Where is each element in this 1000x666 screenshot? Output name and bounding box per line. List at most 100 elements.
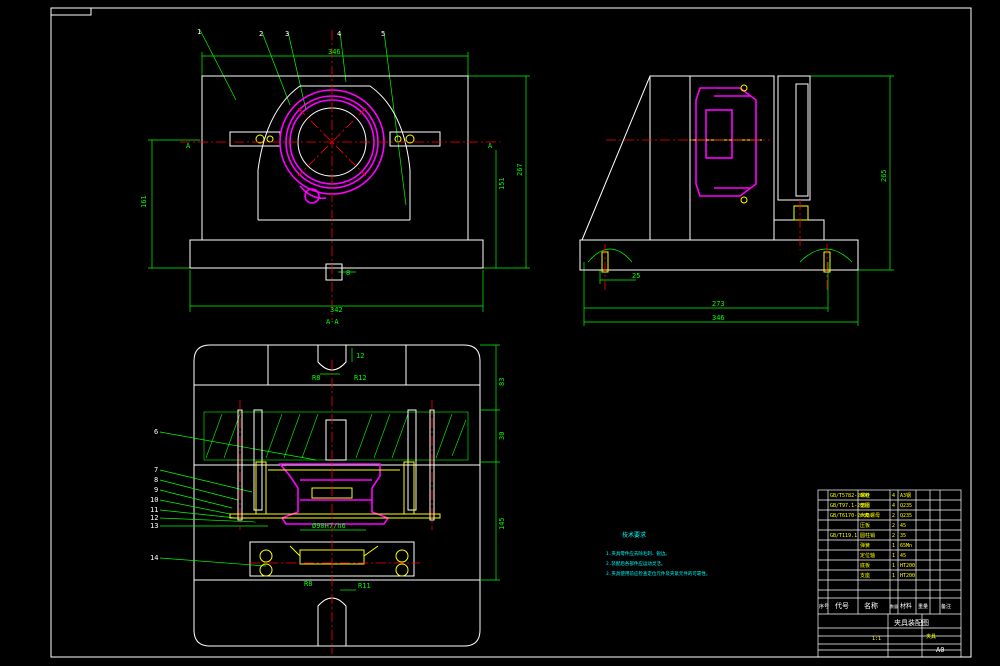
header-weight: 重量 xyxy=(918,603,928,610)
bom-qty: 1 xyxy=(892,573,895,579)
front-view-centerlines xyxy=(180,30,500,320)
dim-side-width-outer: 346 xyxy=(712,314,725,322)
dim-plan-h1: 83 xyxy=(498,378,506,386)
bom-mat: HT200 xyxy=(900,573,915,579)
header-remark: 备注 xyxy=(941,603,951,610)
dim-plan-h2: 30 xyxy=(498,432,506,440)
sheet-size: A0 xyxy=(936,646,944,654)
balloon-6: 6 xyxy=(154,428,158,436)
section-caption: A-A xyxy=(326,318,339,326)
technical-notes: 技术要求 1.夹具零件应去除毛刺、锐边。 2.装配后各部件应运动灵活。 3.夹具… xyxy=(606,531,710,577)
bom-headers: 序号 代号 名称 数量 材料 重量 备注 xyxy=(819,601,951,610)
side-view-dimension-lines xyxy=(583,75,894,326)
dim-side-foot: 25 xyxy=(632,272,640,280)
front-view-body xyxy=(189,75,484,281)
balloon-13: 13 xyxy=(150,522,158,530)
dim-plan-r-top: R12 xyxy=(354,374,367,382)
bom-code: GB/T6170-2000 xyxy=(830,513,869,519)
bom-qty: 1 xyxy=(892,553,895,559)
dim-plan-top-gap: 12 xyxy=(356,352,364,360)
bom-name: 压板 xyxy=(860,522,870,529)
bom-qty: 2 xyxy=(892,513,895,519)
side-view-centerlines xyxy=(604,139,828,290)
drawing-name: 夹具装配图 xyxy=(894,618,929,627)
front-view: 346 342 161 151 267 8 A A A-A 1 2 3 4 5 xyxy=(140,28,530,326)
bom-mat: Q235 xyxy=(900,513,912,519)
side-view-body xyxy=(579,75,859,271)
balloon-14: 14 xyxy=(150,554,158,562)
bom-name: 弹簧 xyxy=(860,542,870,549)
bom-mat: 45 xyxy=(900,553,906,559)
bom-code: GB/T119.1 xyxy=(830,533,857,539)
dim-side-width-inner: 273 xyxy=(712,300,725,308)
header-mat: 材料 xyxy=(900,602,912,610)
dim-bottom-width: 342 xyxy=(330,306,343,314)
header-no: 序号 xyxy=(819,603,829,610)
balloon-8: 8 xyxy=(154,476,158,484)
side-view-base-hatch xyxy=(587,248,853,263)
dim-plan-h3: 145 xyxy=(498,517,506,530)
plan-view-dimension-lines xyxy=(159,344,500,591)
plan-view-workpiece xyxy=(278,463,390,525)
front-view-dimension-lines xyxy=(148,29,530,312)
bom-mat: Q235 xyxy=(900,503,912,509)
balloon-1: 1 xyxy=(197,28,201,36)
bom-mat: 35 xyxy=(900,533,906,539)
balloon-12: 12 xyxy=(150,514,158,522)
bom-code: GB/T5782-2000 xyxy=(830,493,869,499)
dim-slot: 8 xyxy=(346,269,350,277)
bom-qty: 2 xyxy=(892,523,895,529)
header-qty: 数量 xyxy=(890,603,898,609)
balloon-4: 4 xyxy=(337,30,341,38)
dim-plan-r-bottom: R11 xyxy=(358,582,371,590)
dim-plan-r8-bottom: R8 xyxy=(304,580,312,588)
header-code: 代号 xyxy=(835,601,849,610)
balloon-5: 5 xyxy=(381,30,385,38)
section-marker-right: A xyxy=(488,142,493,150)
notes-line-2: 2.装配后各部件应运动灵活。 xyxy=(606,560,665,567)
balloon-11: 11 xyxy=(150,506,158,514)
plan-view: 12 R12 R8 R11 R8 83 30 145 Ø90H7/h6 6 7 … xyxy=(150,344,506,654)
dim-plan-r8-top: R8 xyxy=(312,374,320,382)
balloon-10: 10 xyxy=(150,496,158,504)
bom-code: GB/T97.1-2002 xyxy=(830,503,869,509)
title-block-grid xyxy=(817,489,962,658)
balloon-3: 3 xyxy=(285,30,289,38)
balloon-9: 9 xyxy=(154,486,158,494)
bom-rows: GB/T5782-2000 螺栓 4 A3钢 GB/T97.1-2002 垫圈 … xyxy=(830,492,915,579)
plan-view-centerlines xyxy=(239,360,433,654)
dim-side-height: 265 xyxy=(880,169,888,182)
bom-name: 圆柱销 xyxy=(860,532,875,539)
dim-right-height-inner: 151 xyxy=(498,177,506,190)
bom-mat: 45 xyxy=(900,523,906,529)
bom-name: 垫圈 xyxy=(860,502,870,509)
bom-mat: A3钢 xyxy=(900,492,911,499)
drawing-frame xyxy=(50,7,972,658)
section-marker-left: A xyxy=(186,142,191,150)
side-view-workpiece xyxy=(695,87,757,197)
bom-name: 螺栓 xyxy=(860,492,870,499)
bom-name: 六角螺母 xyxy=(860,512,880,519)
bom-qty: 4 xyxy=(892,503,895,509)
bom-mat: 65Mn xyxy=(900,543,912,549)
plan-view-outline xyxy=(193,344,481,647)
title-school: 夹具 xyxy=(926,633,936,640)
balloon-7: 7 xyxy=(154,466,158,474)
bom-name: 定位轴 xyxy=(860,552,875,559)
bom-name: 底板 xyxy=(860,562,870,569)
bom-mat: HT200 xyxy=(900,563,915,569)
bom-qty: 1 xyxy=(892,543,895,549)
title-block: GB/T5782-2000 螺栓 4 A3钢 GB/T97.1-2002 垫圈 … xyxy=(817,489,962,658)
header-name: 名称 xyxy=(864,601,878,610)
side-view: 265 25 273 346 xyxy=(579,75,894,326)
bom-name: 支座 xyxy=(860,572,870,579)
notes-line-1: 1.夹具零件应去除毛刺、锐边。 xyxy=(606,550,670,557)
notes-line-3: 3.夹具使用前应检查定位元件及夹紧元件的可靠性。 xyxy=(606,570,710,577)
bom-qty: 4 xyxy=(892,493,895,499)
dim-plan-inner: Ø90H7/h6 xyxy=(312,522,346,530)
notes-title: 技术要求 xyxy=(622,531,646,539)
dim-top-width: 346 xyxy=(328,48,341,56)
title-scale: 1:1 xyxy=(872,636,881,642)
plan-view-hatch xyxy=(203,411,469,461)
